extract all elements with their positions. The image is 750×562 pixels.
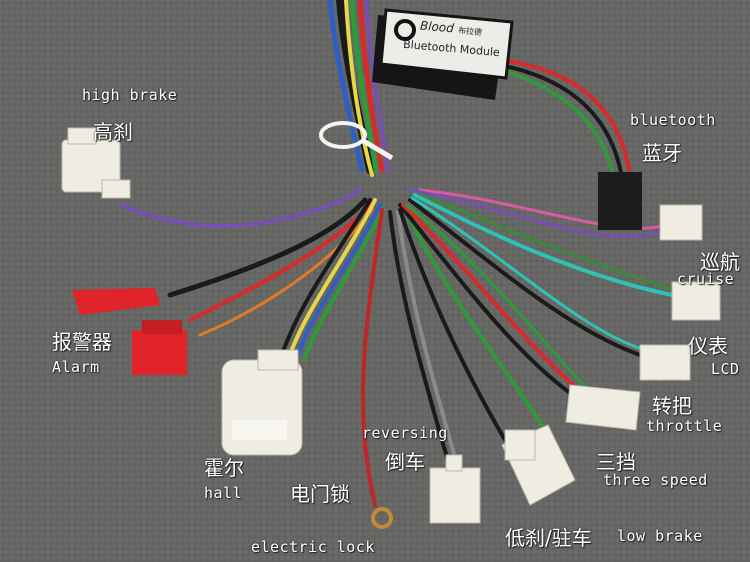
throttle-connector [565, 384, 641, 431]
wire-bundle [120, 0, 677, 507]
label-low-brake-en: low brake [617, 527, 703, 545]
bluetooth-module [372, 8, 514, 100]
label-cruise-en: cruise [677, 270, 735, 288]
label-high-brake-zh: 高刹 [93, 120, 133, 144]
label-bluetooth-en: bluetooth [630, 111, 716, 129]
lcd-connector [639, 344, 691, 381]
label-reversing-en: reversing [362, 424, 448, 442]
label-throttle-zh: 转把 [652, 394, 692, 418]
alarm-connector-red [72, 288, 187, 375]
reversing-connector [429, 454, 481, 524]
electric-lock-terminal [371, 507, 393, 529]
bluetooth-module-logo [394, 19, 416, 41]
cruise-connector [671, 281, 721, 321]
label-hall-zh: 霍尔 [204, 456, 244, 480]
module-brand: Blood [419, 18, 455, 36]
label-electric-lock-en: electric lock [251, 538, 375, 556]
three-speed-low-brake-connector [501, 424, 576, 506]
label-lcd-zh: 仪表 [688, 334, 728, 358]
label-hall-en: hall [204, 484, 243, 502]
high-brake-connector [61, 127, 131, 199]
module-brand-sub: 布拉德 [457, 25, 483, 38]
label-lcd-en: LCD [711, 360, 740, 378]
label-alarm-en: Alarm [52, 358, 100, 376]
label-reversing-zh: 倒车 [385, 450, 425, 474]
label-throttle-en: throttle [646, 417, 723, 435]
label-three-speed-zh: 三挡 [596, 450, 636, 474]
label-high-brake-en: high brake [82, 86, 178, 104]
label-electric-lock-zh: 电门锁 [290, 482, 350, 506]
label-cruise-zh: 巡航 [700, 250, 740, 274]
label-three-speed-en: three speed [603, 471, 708, 489]
label-alarm-zh: 报警器 [52, 330, 112, 354]
zip-tie [319, 121, 394, 161]
bluetooth-connector-black [598, 172, 703, 241]
hall-connector [221, 349, 303, 456]
label-bluetooth-zh: 蓝牙 [642, 141, 682, 165]
label-low-brake-zh: 低刹/驻车 [505, 526, 592, 550]
